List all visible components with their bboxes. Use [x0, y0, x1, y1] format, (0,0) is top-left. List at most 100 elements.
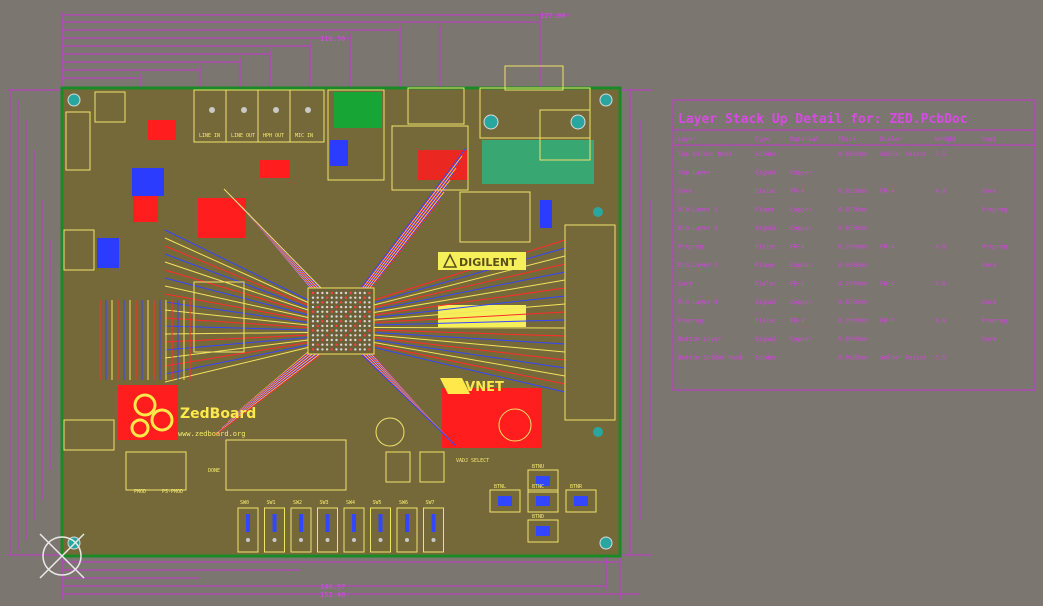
audio-jack-1[interactable]: LINE OUT: [231, 107, 255, 139]
routing-traces: [99, 147, 566, 447]
layer-stack-title: Layer Stack Up Detail for: ZED.PcbDoc: [678, 112, 968, 127]
stack-cell: FR-4: [880, 244, 895, 251]
pushbutton-group: BTNU BTNL BTNC BTNR BTND: [489, 464, 597, 543]
stack-header-cell: Layer: [678, 136, 696, 143]
stack-cell: FR-4: [880, 188, 895, 195]
layer-stack-table[interactable]: Layer Stack Up Detail for: ZED.PcbDoc La…: [672, 99, 1036, 391]
stack-cell: Copper: [790, 170, 812, 177]
stack-cell: Copper: [790, 262, 812, 269]
stack-cell: Top Layer: [678, 170, 711, 177]
button-btnr[interactable]: BTNR: [565, 484, 597, 513]
switch-sw2[interactable]: SW2: [290, 500, 312, 553]
audio-jack-label: LINE OUT: [231, 133, 255, 139]
audio-jack-label: MIC IN: [295, 133, 313, 139]
stack-cell: 4.8: [935, 244, 946, 251]
stack-header-cell: Type: [755, 136, 770, 143]
stack-header-cell: Material: [790, 136, 819, 143]
stack-cell: 0.0350mm: [838, 299, 867, 306]
switch-sw5[interactable]: SW5: [370, 500, 391, 553]
pmod-label: PMOD: [134, 489, 146, 495]
dim-label-top1: 127.00: [540, 12, 565, 20]
digilent-logo[interactable]: DIGILENT: [438, 252, 526, 270]
audio-jack-label: LINE IN: [199, 133, 220, 139]
stack-cell: Mid-Layer 4: [678, 299, 718, 306]
stack-cell: Core: [678, 188, 693, 195]
stack-cell: Dielec: [755, 244, 777, 251]
dimension-lines: 127.00 110.76 152.40 140.97: [8, 12, 652, 600]
stack-cell: Prepreg: [982, 207, 1008, 214]
stack-cell: Copper: [790, 207, 812, 214]
dim-label-bottom2: 140.97: [320, 583, 345, 591]
stack-cell: Mid-Layer 1: [678, 207, 718, 214]
button-btnc[interactable]: BTNC: [527, 484, 559, 513]
avnet-logo-text: AVNET: [456, 380, 504, 395]
stack-cell: Dielec: [755, 318, 777, 325]
stack-cell: 0.0360mm: [838, 188, 867, 195]
switch-sw7[interactable]: SW7: [423, 500, 444, 553]
stack-cell: 4.8: [935, 318, 946, 325]
stack-cell: Copper: [790, 225, 812, 232]
zedboard-logo[interactable]: ZedBoard www.zedboard.org: [130, 393, 256, 438]
avnet-logo[interactable]: AVNET: [440, 378, 504, 395]
stack-cell: 0.2000mm: [838, 318, 867, 325]
switch-label: SW6: [399, 500, 408, 506]
digilent-logo-text: DIGILENT: [459, 256, 517, 269]
switch-label: SW7: [426, 500, 435, 506]
switch-label: SW3: [320, 500, 329, 506]
slide-switch-group: SW0 SW1 SW2 SW3 SW4 SW5 SW6 SW7: [237, 500, 444, 553]
stack-cell: Dielec: [755, 188, 777, 195]
audio-jack-0[interactable]: LINE IN: [199, 107, 220, 139]
switch-sw4[interactable]: SW4: [343, 500, 365, 553]
stack-cell: Plane: [755, 207, 773, 214]
audio-jack-2[interactable]: HPH OUT: [263, 107, 284, 139]
audio-jack-group: LINE IN LINE OUT HPH OUT MIC IN: [199, 107, 313, 139]
stack-cell: FR-4: [790, 281, 805, 288]
hdmi-connector-outline: [504, 65, 564, 91]
stack-cell: Signal: [755, 336, 777, 343]
switch-sw1[interactable]: SW1: [264, 500, 285, 553]
stack-cell: 4.8: [935, 281, 946, 288]
stack-cell: Prepreg: [678, 318, 704, 325]
zedboard-logo-text: ZedBoard: [180, 406, 256, 422]
button-label: BTNC: [532, 484, 544, 490]
stack-cell: Mid-Layer 3: [678, 262, 718, 269]
stack-cell: 0.0360mm: [838, 336, 867, 343]
audio-jack-3[interactable]: MIC IN: [295, 107, 313, 139]
button-btnd[interactable]: BTND: [527, 514, 559, 543]
stack-cell: FR-4: [880, 281, 895, 288]
stack-cell: Core: [678, 281, 693, 288]
switch-label: SW4: [346, 500, 355, 506]
stack-cell: 0.2000mm: [838, 281, 867, 288]
done-led-label: DONE: [208, 468, 220, 474]
switch-sw6[interactable]: SW6: [396, 500, 418, 553]
dim-label-bottom1: 152.40: [320, 591, 345, 599]
stack-cell: 0.0350mm: [838, 225, 867, 232]
stack-cell: 0.0100mm: [838, 355, 867, 362]
switch-label: SW5: [373, 500, 382, 506]
switch-label: SW1: [267, 500, 276, 506]
button-btnu[interactable]: BTNU: [527, 464, 559, 493]
button-label: BTNL: [494, 484, 506, 490]
mounting-holes: [67, 93, 613, 550]
bga-ball-grid: [311, 291, 371, 351]
silkscreen: [63, 87, 616, 491]
stack-header-cell: Dielec: [880, 136, 902, 143]
button-btnl[interactable]: BTNL: [489, 484, 521, 513]
switch-sw3[interactable]: SW3: [317, 500, 338, 553]
switch-sw0[interactable]: SW0: [237, 500, 259, 553]
stack-cell: Signal: [755, 170, 777, 177]
button-label: BTNR: [570, 484, 583, 490]
stack-cell: Bottom Solder Mask: [678, 355, 743, 362]
